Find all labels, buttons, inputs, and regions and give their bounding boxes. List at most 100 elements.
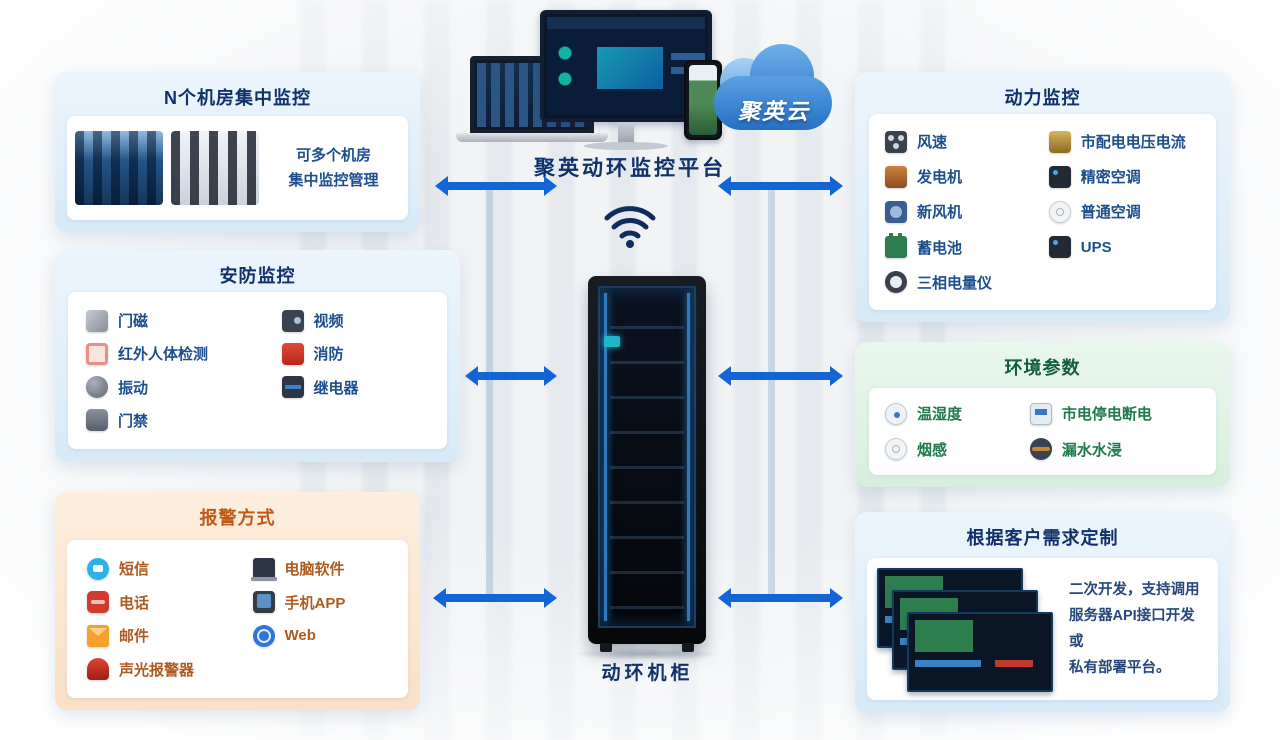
panel-alarm-methods: 报警方式 短信 电脑软件 电话 手机APP 邮件 [55, 492, 420, 710]
alarm-item-label: 电话 [119, 594, 150, 612]
rooms-caption-line1: 可多个机房 [295, 146, 371, 164]
security-item: 振动 [86, 376, 282, 399]
power-item: 蓄电池 [885, 233, 1049, 259]
security-item: 门磁 [86, 309, 282, 332]
ups-icon [1048, 236, 1071, 259]
relay-icon [281, 376, 304, 399]
alarm-item-label: Web [284, 627, 316, 645]
wind-speed-icon [885, 130, 907, 153]
panel-rooms-body: 可多个机房 集中监控管理 [67, 116, 408, 220]
power-item-label: 普通空调 [1080, 204, 1141, 222]
security-item-label: 消防 [313, 346, 344, 364]
environment-item-label: 市电停电断电 [1061, 406, 1152, 424]
security-item: 继电器 [281, 376, 429, 399]
computer-software-icon [250, 557, 277, 581]
alarm-item-label: 声光报警器 [119, 661, 195, 679]
server-room-photo-light [171, 131, 259, 205]
power-item-label: 蓄电池 [917, 239, 963, 257]
power-item-label: 风速 [917, 134, 948, 152]
siren-icon [87, 658, 109, 681]
telephone-icon [87, 591, 109, 614]
wifi-icon [604, 206, 656, 248]
power-item: 新风机 [885, 200, 1049, 223]
monitor-stand [618, 122, 634, 144]
monitor-base [584, 142, 668, 150]
alarm-item: 电话 [87, 591, 253, 614]
security-item: 红外人体检测 [86, 342, 282, 365]
sms-icon [87, 557, 109, 580]
custom-description: 二次开发，支持调用 服务器API接口开发或 私有部署平台。 [1069, 568, 1208, 690]
cloud-label: 聚英云 [737, 99, 810, 124]
environment-item: 烟感 [885, 438, 1030, 461]
panel-security-body: 门磁 视频 红外人体检测 消防 振动 继电器 [68, 292, 447, 449]
rack-foot-right [682, 643, 694, 652]
security-item: 视频 [281, 309, 429, 332]
platform-title: 聚英动环监控平台 [534, 157, 726, 180]
arrow-alarm-center [446, 594, 544, 602]
server-rack-shelves [610, 294, 684, 620]
custom-description-line1: 二次开发，支持调用 [1069, 581, 1200, 598]
security-item-label: 视频 [313, 313, 344, 331]
security-item-label: 门禁 [118, 412, 149, 430]
power-outage-icon [1029, 402, 1052, 425]
power-item: 精密空调 [1048, 165, 1200, 188]
video-camera-icon [281, 309, 304, 332]
environment-item: 漏水水浸 [1029, 438, 1200, 461]
alarm-item-label: 手机APP [284, 594, 346, 612]
rooms-caption: 可多个机房 集中监控管理 [267, 143, 400, 194]
precision-ac-icon [1048, 165, 1071, 188]
power-item-label: UPS [1080, 238, 1112, 256]
security-item: 门禁 [86, 409, 282, 432]
power-item: 普通空调 [1048, 200, 1200, 223]
left-connector-line [486, 186, 493, 600]
right-connector-line [768, 186, 775, 600]
three-phase-meter-icon [885, 271, 907, 294]
power-item-label: 精密空调 [1080, 169, 1141, 187]
power-item: UPS [1048, 236, 1200, 259]
alarm-item-label: 电脑软件 [284, 561, 345, 579]
ordinary-ac-icon [1048, 200, 1071, 223]
panel-alarm-body: 短信 电脑软件 电话 手机APP 邮件 Web [67, 540, 408, 698]
arrow-rooms-center [448, 182, 544, 190]
environment-item: 市电停电断电 [1029, 402, 1200, 425]
fresh-air-fan-icon [885, 200, 907, 223]
alarm-item: 短信 [87, 557, 253, 580]
alarm-item: 声光报警器 [87, 658, 253, 681]
fire-protection-icon [281, 342, 304, 365]
infrared-detector-icon [86, 342, 108, 365]
arrow-center-custom [731, 594, 830, 602]
rack-foot-left [600, 643, 612, 652]
water-leak-icon [1029, 438, 1052, 461]
panel-power-monitoring: 动力监控 风速 市配电电压电流 发电机 精密空调 新风机 [855, 72, 1230, 322]
desktop-monitor-illustration [540, 10, 712, 122]
battery-icon [885, 233, 907, 259]
panel-customization: 根据客户需求定制 二次开发，支持调用 服务器API接口开发或 私有部署平台。 [855, 512, 1230, 712]
email-icon [87, 624, 109, 647]
security-item-label: 继电器 [313, 379, 359, 397]
dashboard-screenshot [907, 612, 1053, 692]
server-room-photo-dark [75, 131, 163, 205]
access-control-icon [86, 409, 108, 432]
power-item: 市配电电压电流 [1048, 130, 1200, 153]
rooms-caption-line2: 集中监控管理 [288, 172, 379, 189]
cloud-base [714, 76, 832, 130]
power-item-label: 发电机 [917, 169, 963, 187]
temp-humidity-icon [885, 402, 907, 425]
panel-alarm-title: 报警方式 [199, 508, 276, 528]
security-item-label: 门磁 [118, 313, 149, 331]
panel-environment-title: 环境参数 [1004, 358, 1081, 378]
panel-customization-body: 二次开发，支持调用 服务器API接口开发或 私有部署平台。 [867, 558, 1218, 700]
panel-environment-parameters: 环境参数 温湿度 市电停电断电 烟感 漏水水浸 [855, 342, 1230, 487]
panel-environment-body: 温湿度 市电停电断电 烟感 漏水水浸 [869, 388, 1216, 475]
alarm-item: Web [252, 624, 388, 647]
panel-security-title: 安防监控 [219, 266, 296, 286]
monitor-screen-content [547, 17, 705, 115]
arrow-center-environment [731, 372, 830, 380]
cloud-icon: 聚英云 [712, 40, 836, 142]
smartphone-screen-content [689, 65, 717, 135]
cabinet-label: 动环机柜 [601, 663, 694, 684]
custom-description-line2: 服务器API接口开发或 [1069, 607, 1195, 650]
panel-rooms-monitoring: N个机房集中监控 可多个机房 集中监控管理 [55, 72, 420, 232]
power-item: 三相电量仪 [885, 271, 1049, 294]
